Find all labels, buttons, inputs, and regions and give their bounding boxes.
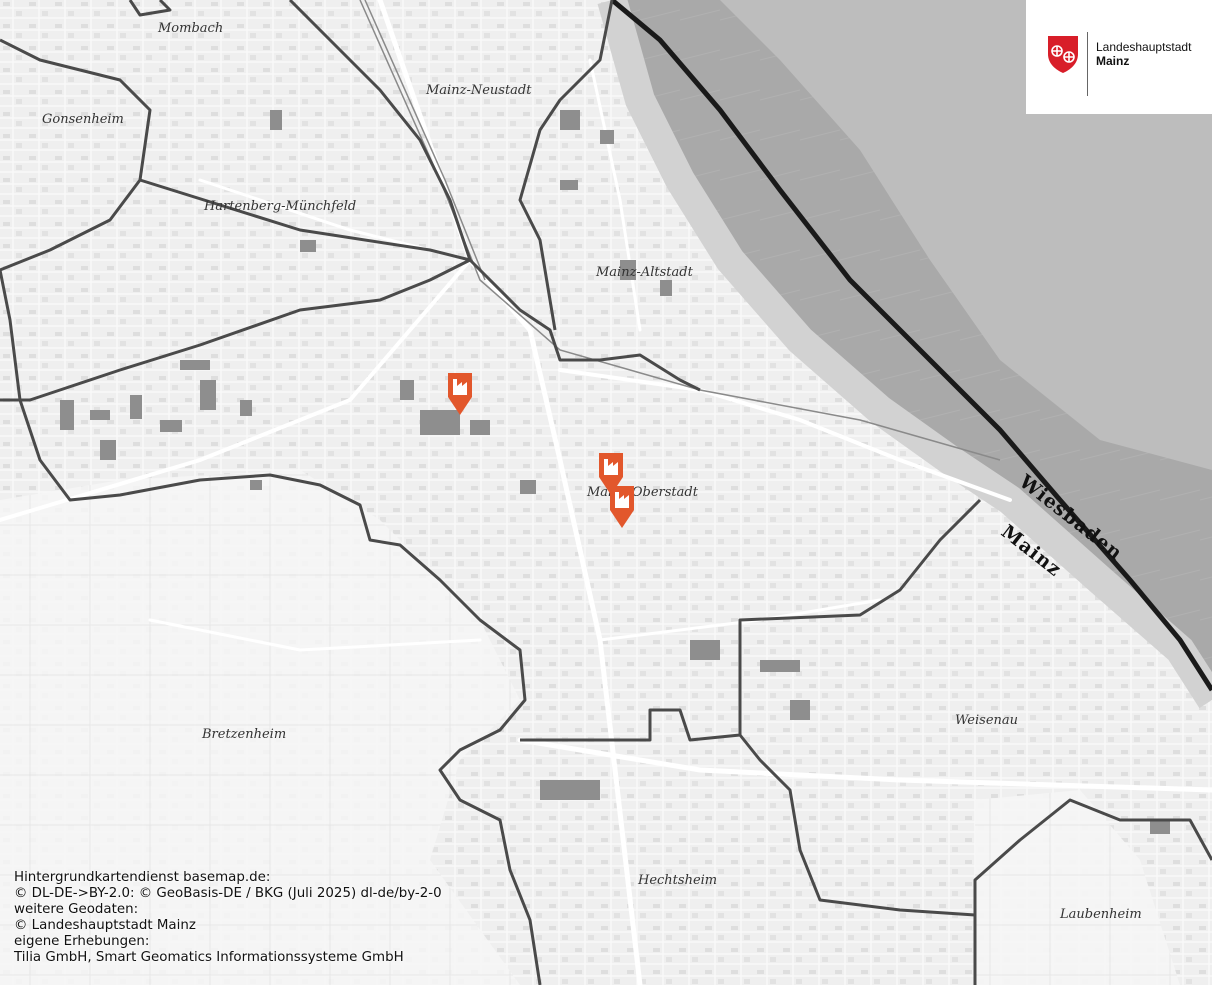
district-label-neustadt: Mainz-Neustadt [425,83,532,98]
rhine-river [612,0,1212,700]
district-label-weisenau: Weisenau [955,713,1018,728]
attribution-line: weitere Geodaten: [14,902,139,917]
farmland-area-east [975,790,1180,985]
attribution-line: Tilia GmbH, Smart Geomatics Informations… [14,950,404,965]
factory-icon [615,492,629,508]
logo-line-1: Landeshauptstadt [1096,40,1192,54]
river-bank [597,0,1212,709]
factory-marker[interactable] [599,453,623,495]
building-clusters [60,110,1170,834]
state-border [610,0,1212,692]
logo-text: Landeshauptstadt Mainz [1096,40,1191,68]
factory-icon [604,459,618,475]
attribution-line: eigene Erhebungen: [14,934,150,949]
district-label-hartenberg: Hartenberg-Münchfeld [203,199,356,214]
factory-marker[interactable] [610,486,634,528]
factory-icon [453,379,467,395]
district-label-hechtsheim: Hechtsheim [637,873,717,888]
logo-line-2: Mainz [1096,54,1130,68]
district-label-laubenheim: Laubenheim [1059,907,1142,922]
attribution-line: © DL-DE->BY-2.0: © GeoBasis-DE / BKG (Ju… [14,886,442,901]
map-attribution: Hintergrundkartendienst basemap.de: © DL… [14,870,442,966]
district-label-bretzenheim: Bretzenheim [201,727,286,742]
factory-marker[interactable] [448,373,472,415]
farmland-area [0,470,520,985]
district-label-mombach: Mombach [157,21,223,36]
district-label-oberstadt: Mainz-Oberstadt [586,485,699,500]
attribution-line: © Landeshauptstadt Mainz [14,918,196,933]
logo-divider [1087,32,1088,96]
mainz-coat-of-arms-icon [1048,36,1078,73]
district-label-gonsenheim: Gonsenheim [42,112,124,127]
attribution-line: Hintergrundkartendienst basemap.de: [14,870,271,885]
district-label-altstadt: Mainz-Altstadt [595,265,694,280]
